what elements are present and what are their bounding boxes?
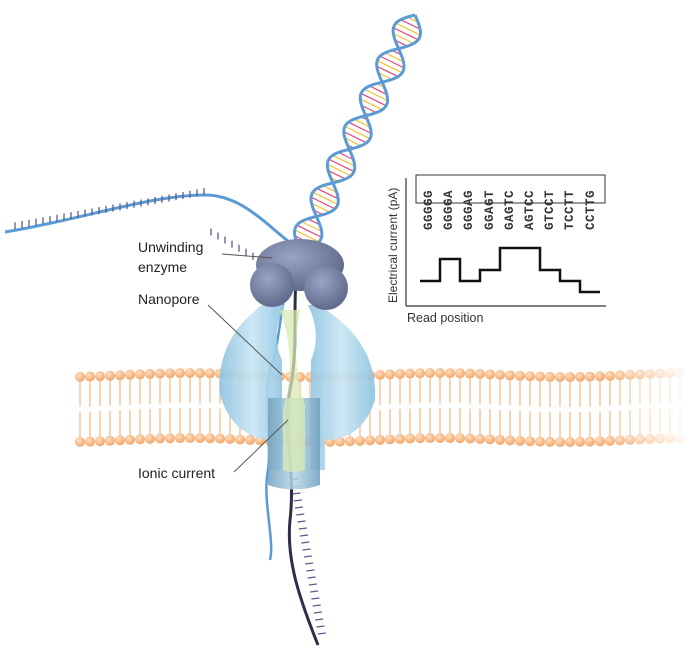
enzyme-leader-line xyxy=(221,253,273,259)
nanopore-leader-line xyxy=(207,304,283,376)
unwinding-enzyme xyxy=(250,239,348,310)
nanopore-label: Nanopore xyxy=(138,291,200,307)
dna-strand xyxy=(4,13,422,646)
kmer-label: GGAGT xyxy=(482,189,497,230)
ionic-current-label: Ionic current xyxy=(138,465,216,481)
kmer-label: CCTTG xyxy=(583,189,598,230)
kmer-label: GGGAG xyxy=(462,189,477,230)
kmer-label: TCCTT xyxy=(563,189,578,230)
ionic-current-leader-line xyxy=(233,419,289,473)
kmer-label: AGTCC xyxy=(523,189,537,230)
x-axis-label: Read position xyxy=(407,311,484,325)
kmer-box xyxy=(415,174,606,204)
current-step-trace xyxy=(420,246,600,294)
kmer-label: GTCCT xyxy=(543,189,558,230)
kmer-label: GGGGG xyxy=(422,189,436,230)
y-axis-label: Electrical current (pA) xyxy=(386,187,400,303)
enzyme-label-line1: Unwinding xyxy=(138,239,204,255)
kmer-label: GAGTC xyxy=(502,189,517,230)
kmer-label: GGGGA xyxy=(442,189,457,230)
inset-chart xyxy=(405,174,606,307)
leader-lines xyxy=(207,253,289,473)
enzyme-label-line2: enzyme xyxy=(138,259,188,275)
nanopore-protein xyxy=(219,305,376,490)
